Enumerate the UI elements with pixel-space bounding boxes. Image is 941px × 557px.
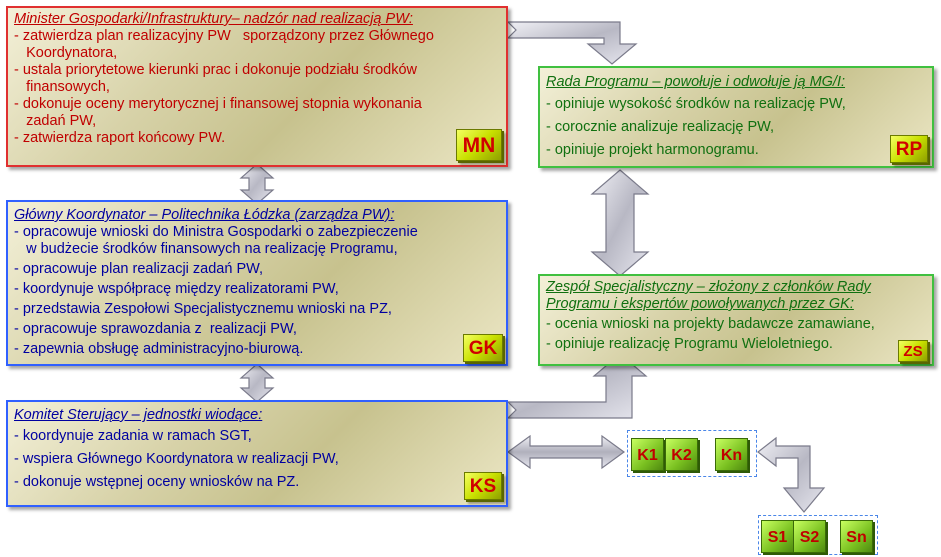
minister-item: - zatwierdza raport końcowy PW. [14,130,226,146]
zespol-specjalistyczny-item: - opiniuje realizację Programu Wieloletn… [546,336,833,352]
rada-programu-badge: RP [890,135,928,163]
glowny-koordynator-item: - zapewnia obsługę administracyjno-biuro… [14,341,304,357]
zespol-specjalistyczny-box: Zespół Specjalistyczny – złożony z człon… [538,274,934,366]
glowny-koordynator-badge: GK [463,334,503,362]
rada-programu-title: Rada Programu – powołuje i odwołuje ją M… [546,74,846,90]
komitet-sterujacy-item: - koordynuje zadania w ramach SGT, [14,428,252,444]
minister-box: Minister Gospodarki/Infrastruktury– nadz… [6,6,508,167]
komitet-sterujacy-badge: KS [464,472,502,500]
komitet-sterujacy-item: - dokonuje wstępnej oceny wniosków na PZ… [14,474,300,490]
arrow-mn-rp-shape [506,21,638,65]
komitet-sterujacy-box: Komitet Sterujący – jednostki wiodące: -… [6,400,508,507]
glowny-koordynator-item: - koordynuje współpracę między realizato… [14,281,339,297]
k2-badge: K2 [665,438,698,471]
s1-badge: S1 [761,520,794,553]
k1-badge: K1 [631,438,664,471]
glowny-koordynator-item: w budżecie środków finansowych na realiz… [14,241,398,257]
arrow-mn-gk [239,163,275,205]
minister-item: - zatwierdza plan realizacyjny PW sporzą… [14,28,434,44]
glowny-koordynator-item: - opracowuje wnioski do Ministra Gospoda… [14,224,418,240]
komitet-sterujacy-item: - wspiera Głównego Koordynatora w realiz… [14,451,339,467]
komitet-sterujacy-title: Komitet Sterujący – jednostki wiodące: [14,407,263,423]
zespol-specjalistyczny-badge: ZS [898,340,928,362]
minister-item: Koordynatora, [14,45,118,61]
minister-item: finansowych, [14,79,110,95]
glowny-koordynator-item: - opracowuje sprawozdania z realizacji P… [14,321,297,337]
s2-badge: S2 [793,520,826,553]
kn-badge: Kn [715,438,748,471]
arrow-gk-ks [239,363,275,403]
rada-programu-item: - corocznie analizuje realizację PW, [546,119,775,135]
arrow-rp-zs [590,169,650,277]
rada-programu-item: - opiniuje wysokość środków na realizacj… [546,96,846,112]
glowny-koordynator-item: - przedstawia Zespołowi Specjalistycznem… [14,301,392,317]
arrow-ks-k [506,434,626,470]
zespol-specjalistyczny-title-2: Programu i ekspertów powoływanych przez … [546,296,854,312]
s-group-frame [758,515,878,555]
glowny-koordynator-item: - opracowuje plan realizacji zadań PW, [14,261,264,277]
k-group-frame [627,430,757,477]
minister-badge: MN [456,129,502,161]
zespol-specjalistyczny-item: - ocenia wnioski na projekty badawcze za… [546,316,875,332]
minister-item: - dokonuje oceny merytorycznej i finanso… [14,96,422,112]
minister-title: Minister Gospodarki/Infrastruktury– nadz… [14,11,413,27]
minister-item: zadań PW, [14,113,97,129]
arrow-k-s [757,436,826,513]
rada-programu-item: - opiniuje projekt harmonogramu. [546,142,759,158]
minister-item: - ustala priorytetowe kierunki prac i do… [14,62,417,78]
sn-badge: Sn [840,520,873,553]
rada-programu-box: Rada Programu – powołuje i odwołuje ją M… [538,66,934,168]
zespol-specjalistyczny-title-1: Zespół Specjalistyczny – złożony z człon… [546,279,871,295]
glowny-koordynator-box: Główny Koordynator – Politechnika Łódzka… [6,200,508,366]
arrow-zs-ks [506,353,648,419]
glowny-koordynator-title: Główny Koordynator – Politechnika Łódzka… [14,207,395,223]
